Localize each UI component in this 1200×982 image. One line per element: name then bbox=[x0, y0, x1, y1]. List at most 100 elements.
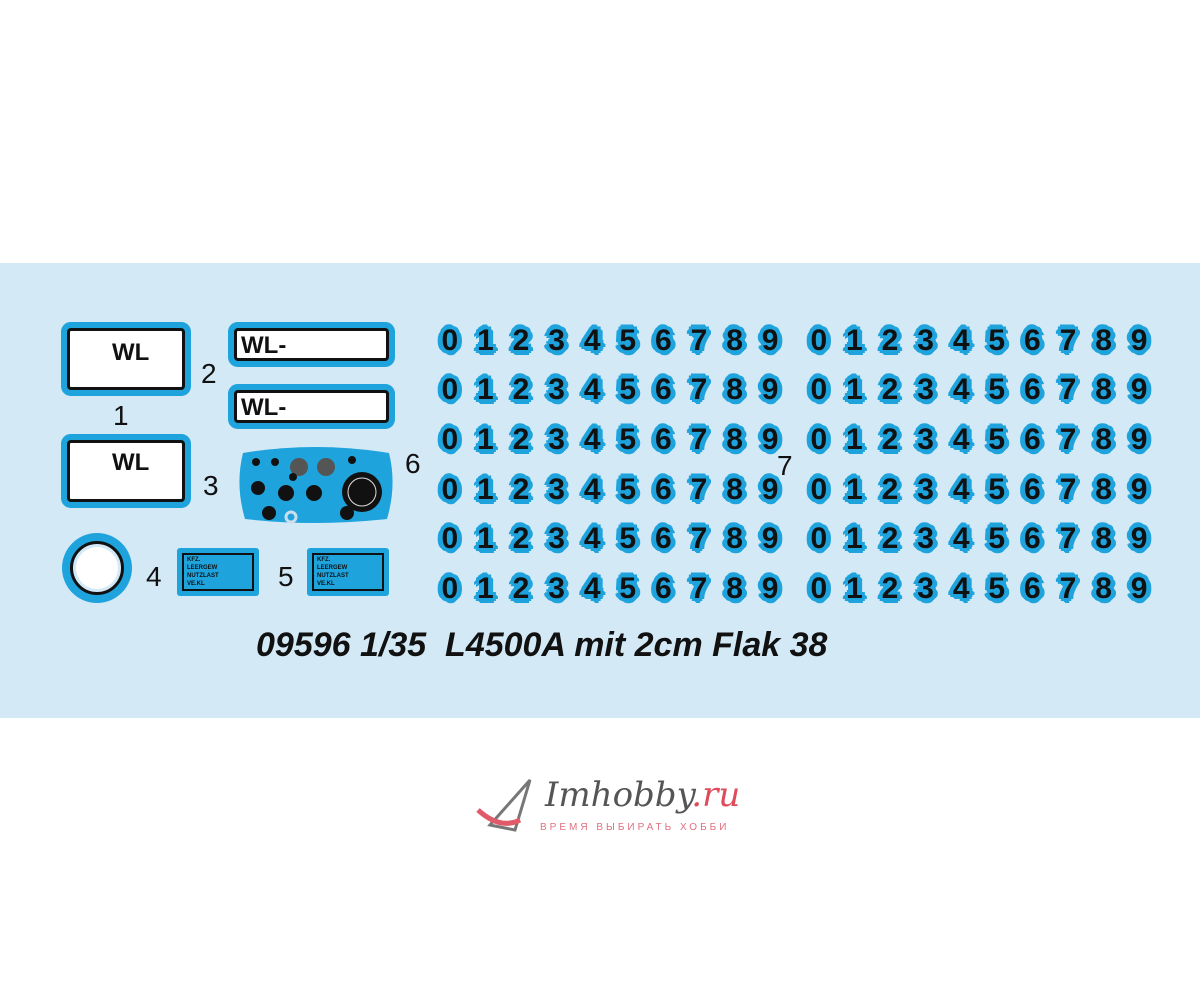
digit-decal: 9 bbox=[1130, 422, 1148, 456]
digit-decal: 7 bbox=[1059, 472, 1077, 506]
digit-decal: 6 bbox=[655, 571, 672, 605]
digit-decal: 1 bbox=[846, 472, 863, 506]
digit-decal: 5 bbox=[988, 472, 1006, 506]
digit-decal: 5 bbox=[619, 522, 637, 556]
digit-decal: 5 bbox=[988, 422, 1006, 456]
digit-decal: 0 bbox=[441, 571, 459, 605]
digit-decal: 0 bbox=[441, 422, 459, 456]
plate-text: WL bbox=[112, 339, 150, 366]
digit-decal: 6 bbox=[655, 422, 672, 456]
digit-decal: 8 bbox=[726, 373, 743, 407]
digit-decal: 5 bbox=[619, 323, 637, 357]
digit-decal: 6 bbox=[655, 522, 672, 556]
dashboard-instrument-panel-decal bbox=[239, 447, 393, 524]
decal-number-1: 1 bbox=[113, 400, 129, 431]
digit-decal: 0 bbox=[441, 323, 459, 357]
digit-decal: 0 bbox=[441, 522, 459, 556]
digit-decal: 8 bbox=[1095, 472, 1112, 506]
digit-decal: 0 bbox=[441, 373, 459, 407]
digit-decal: 3 bbox=[548, 571, 565, 605]
kfz-line: NUTZLAST bbox=[187, 573, 219, 579]
digit-decal: 5 bbox=[988, 373, 1006, 407]
digit-decal: 2 bbox=[881, 323, 899, 357]
digit-decal: 7 bbox=[690, 522, 708, 556]
digit-decal: 6 bbox=[655, 373, 672, 407]
ring-decal-4 bbox=[62, 533, 132, 603]
digit-decal: 6 bbox=[1024, 571, 1041, 605]
digit-decal: 5 bbox=[988, 571, 1006, 605]
digit-decal: 2 bbox=[512, 422, 530, 456]
digit-decal: 4 bbox=[952, 422, 970, 456]
digit-decal: 3 bbox=[548, 472, 565, 506]
digit-decal: 4 bbox=[952, 522, 970, 556]
digit-decal: 3 bbox=[917, 323, 934, 357]
kfz-line: KFZ. bbox=[317, 557, 331, 563]
digit-decal: 3 bbox=[917, 522, 934, 556]
digit-decal: 8 bbox=[726, 323, 743, 357]
watermark-tagline: ВРЕМЯ ВЫБИРАТЬ ХОББИ bbox=[540, 822, 730, 833]
digit-decal: 7 bbox=[1059, 522, 1077, 556]
digit-decal: 8 bbox=[726, 522, 743, 556]
digit-decal: 6 bbox=[1024, 522, 1041, 556]
digit-decal: 5 bbox=[619, 571, 637, 605]
digit-decal: 9 bbox=[1130, 522, 1148, 556]
kfz-line: LEERGEW bbox=[187, 565, 218, 571]
sheet-title: 09596 1/35 L4500A mit 2cm Flak 38 bbox=[256, 626, 828, 664]
digit-decal: 4 bbox=[583, 373, 601, 407]
digit-decal: 8 bbox=[726, 571, 743, 605]
plate-text: WL bbox=[112, 449, 150, 476]
digit-decal: 5 bbox=[988, 323, 1006, 357]
digit-decal: 0 bbox=[810, 522, 828, 556]
digit-decal: 8 bbox=[1095, 571, 1112, 605]
digit-decal: 7 bbox=[1059, 373, 1077, 407]
digit-decal: 9 bbox=[761, 373, 779, 407]
kfz-line: KFZ. bbox=[187, 557, 201, 563]
kfz-stencil-decal-5: KFZ. LEERGEW NUTZLAST VE.KL bbox=[307, 548, 389, 596]
digit-decal: 7 bbox=[690, 323, 708, 357]
digit-decal: 3 bbox=[917, 472, 934, 506]
digit-decal: 0 bbox=[810, 472, 828, 506]
digit-decal: 8 bbox=[1095, 323, 1112, 357]
digit-decal: 3 bbox=[548, 323, 565, 357]
digit-decal: 9 bbox=[761, 323, 779, 357]
digit-decal: 5 bbox=[619, 422, 637, 456]
digit-decal: 2 bbox=[881, 522, 899, 556]
digit-decal: 8 bbox=[726, 472, 743, 506]
digit-decal: 3 bbox=[548, 373, 565, 407]
plate-decal-1a: WL bbox=[67, 328, 185, 390]
digit-decal: 1 bbox=[846, 522, 863, 556]
plate-text: WL- bbox=[241, 332, 287, 359]
digit-decal: 8 bbox=[726, 422, 743, 456]
digit-decal: 1 bbox=[477, 571, 494, 605]
digit-decal: 7 bbox=[690, 373, 708, 407]
digit-decal: 1 bbox=[477, 472, 494, 506]
digit-decal: 0 bbox=[810, 571, 828, 605]
decal-number-7: 7 bbox=[777, 450, 793, 481]
kfz-stencil-decal-4: KFZ. LEERGEW NUTZLAST VE.KL bbox=[177, 548, 259, 596]
digit-decal: 9 bbox=[1130, 323, 1148, 357]
digit-decal: 9 bbox=[1130, 472, 1148, 506]
digit-decal: 3 bbox=[548, 422, 565, 456]
digit-decal: 7 bbox=[1059, 323, 1077, 357]
digit-decal: 8 bbox=[1095, 422, 1112, 456]
sailboat-logo-icon bbox=[476, 779, 532, 832]
digit-decal: 2 bbox=[512, 323, 530, 357]
digit-decal: 9 bbox=[1130, 571, 1148, 605]
digit-decal: 4 bbox=[952, 472, 970, 506]
digit-decal: 9 bbox=[761, 522, 779, 556]
kfz-line: NUTZLAST bbox=[317, 573, 349, 579]
digit-decal: 2 bbox=[881, 472, 899, 506]
digit-decal: 2 bbox=[512, 373, 530, 407]
digit-decal: 2 bbox=[512, 522, 530, 556]
digit-decal: 3 bbox=[917, 373, 934, 407]
digit-decal: 0 bbox=[441, 472, 459, 506]
